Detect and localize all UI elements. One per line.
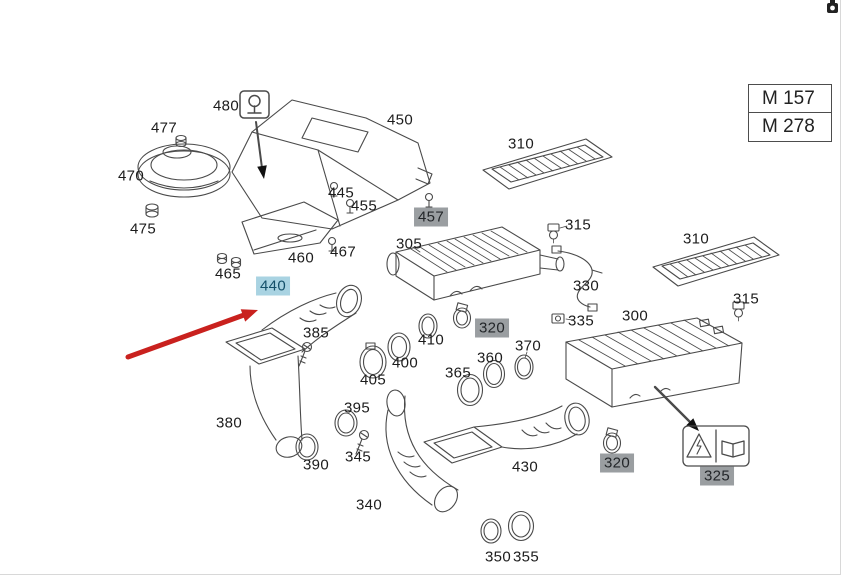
clamp-405 (359, 342, 387, 379)
ring-400 (387, 332, 411, 362)
part-number-label[interactable]: 410 (418, 331, 444, 349)
press-fastener-icon (239, 90, 270, 119)
part-number-label[interactable]: 355 (513, 548, 539, 566)
clip-445-icon (329, 181, 339, 197)
part-number-label[interactable]: 325 (700, 466, 734, 486)
part-number-label[interactable]: 465 (215, 265, 241, 283)
camera-device-icon[interactable] (827, 0, 838, 13)
part-number-label[interactable]: 460 (288, 249, 314, 267)
part-number-label[interactable]: 310 (683, 230, 709, 248)
part-number-label[interactable]: 305 (396, 235, 422, 253)
grommet-475 (145, 203, 159, 218)
clip-467-icon (327, 236, 337, 252)
leader-lines (412, 246, 421, 253)
air-cleaner-cover-470 (137, 143, 231, 198)
part-number-label[interactable]: 370 (515, 337, 541, 355)
hose-clamp-320-right (602, 427, 622, 454)
part-number-label[interactable]: 445 (328, 184, 354, 202)
part-number-label[interactable]: 470 (118, 167, 144, 185)
engine-code-box: M 157 M 278 (748, 84, 832, 142)
wiring-harness-330 (551, 245, 603, 312)
intake-pipe-340 (385, 389, 459, 513)
part-number-label[interactable]: 365 (445, 364, 471, 382)
part-number-label[interactable]: 335 (568, 312, 594, 330)
part-number-label[interactable]: 350 (485, 548, 511, 566)
pointer-arrow-480 (255, 121, 267, 179)
black-pointer-arrow-325 (653, 385, 699, 431)
part-number-label[interactable]: 457 (414, 207, 448, 227)
red-pointer-arrow (125, 309, 258, 360)
clip-457-icon (424, 192, 434, 208)
ring-370 (514, 351, 534, 380)
ring-395 (334, 409, 358, 437)
part-number-label[interactable]: 320 (600, 453, 634, 473)
cover-460 (241, 201, 339, 255)
lower-duct-380 (249, 355, 303, 458)
clip-455-icon (345, 198, 355, 214)
ring-360 (482, 359, 506, 389)
part-number-label[interactable]: 480 (213, 97, 239, 115)
part-number-label[interactable]: 360 (477, 349, 503, 367)
part-number-label[interactable]: 430 (512, 458, 538, 476)
part-number-label[interactable]: 330 (573, 277, 599, 295)
part-number-label[interactable]: 450 (387, 111, 413, 129)
part-number-label[interactable]: 390 (303, 456, 329, 474)
part-number-label[interactable]: 315 (565, 216, 591, 234)
warning-label-325 (682, 425, 750, 467)
hose-clamp-320-left (452, 302, 472, 329)
part-number-label[interactable]: 345 (345, 448, 371, 466)
part-number-label[interactable]: 385 (303, 324, 329, 342)
connector-335 (551, 313, 573, 324)
handbook-icon (721, 440, 745, 458)
screw-345-icon (355, 429, 370, 455)
grommets-465 (216, 252, 242, 269)
part-number-label[interactable]: 380 (216, 414, 242, 432)
part-number-label[interactable]: 455 (351, 197, 377, 215)
engine-code-row-m278: M 278 (762, 116, 815, 137)
screw-385-icon (298, 341, 313, 367)
engine-cover-450 (231, 99, 433, 230)
air-filter-housing-305 (386, 226, 565, 301)
cap-477 (175, 134, 187, 148)
seal-ring-390 (295, 433, 319, 461)
sensor-315-right (732, 301, 745, 322)
sensor-315-left (547, 223, 568, 244)
warning-triangle-icon (686, 433, 712, 458)
ring-410 (418, 313, 438, 339)
part-number-label[interactable]: 405 (360, 371, 386, 389)
part-number-label[interactable]: 315 (733, 290, 759, 308)
filter-element-310-right (652, 236, 780, 287)
ring-365 (456, 373, 484, 407)
part-number-label[interactable]: 395 (344, 399, 370, 417)
part-number-label[interactable]: 320 (475, 318, 509, 338)
part-number-label[interactable]: 340 (356, 496, 382, 514)
part-number-label[interactable]: 440 (256, 276, 290, 296)
air-filter-housing-300 (565, 317, 743, 408)
ring-355 (507, 510, 535, 542)
engine-code-row-m157: M 157 (749, 85, 831, 113)
part-number-label[interactable]: 310 (508, 135, 534, 153)
filter-element-310-left (482, 138, 613, 190)
intake-duct-430 (423, 402, 590, 464)
part-number-label[interactable]: 400 (392, 354, 418, 372)
part-number-label[interactable]: 300 (622, 307, 648, 325)
part-number-label[interactable]: 475 (130, 220, 156, 238)
ring-350 (480, 518, 502, 544)
part-number-label[interactable]: 467 (330, 243, 356, 261)
part-number-label[interactable]: 477 (151, 119, 177, 137)
